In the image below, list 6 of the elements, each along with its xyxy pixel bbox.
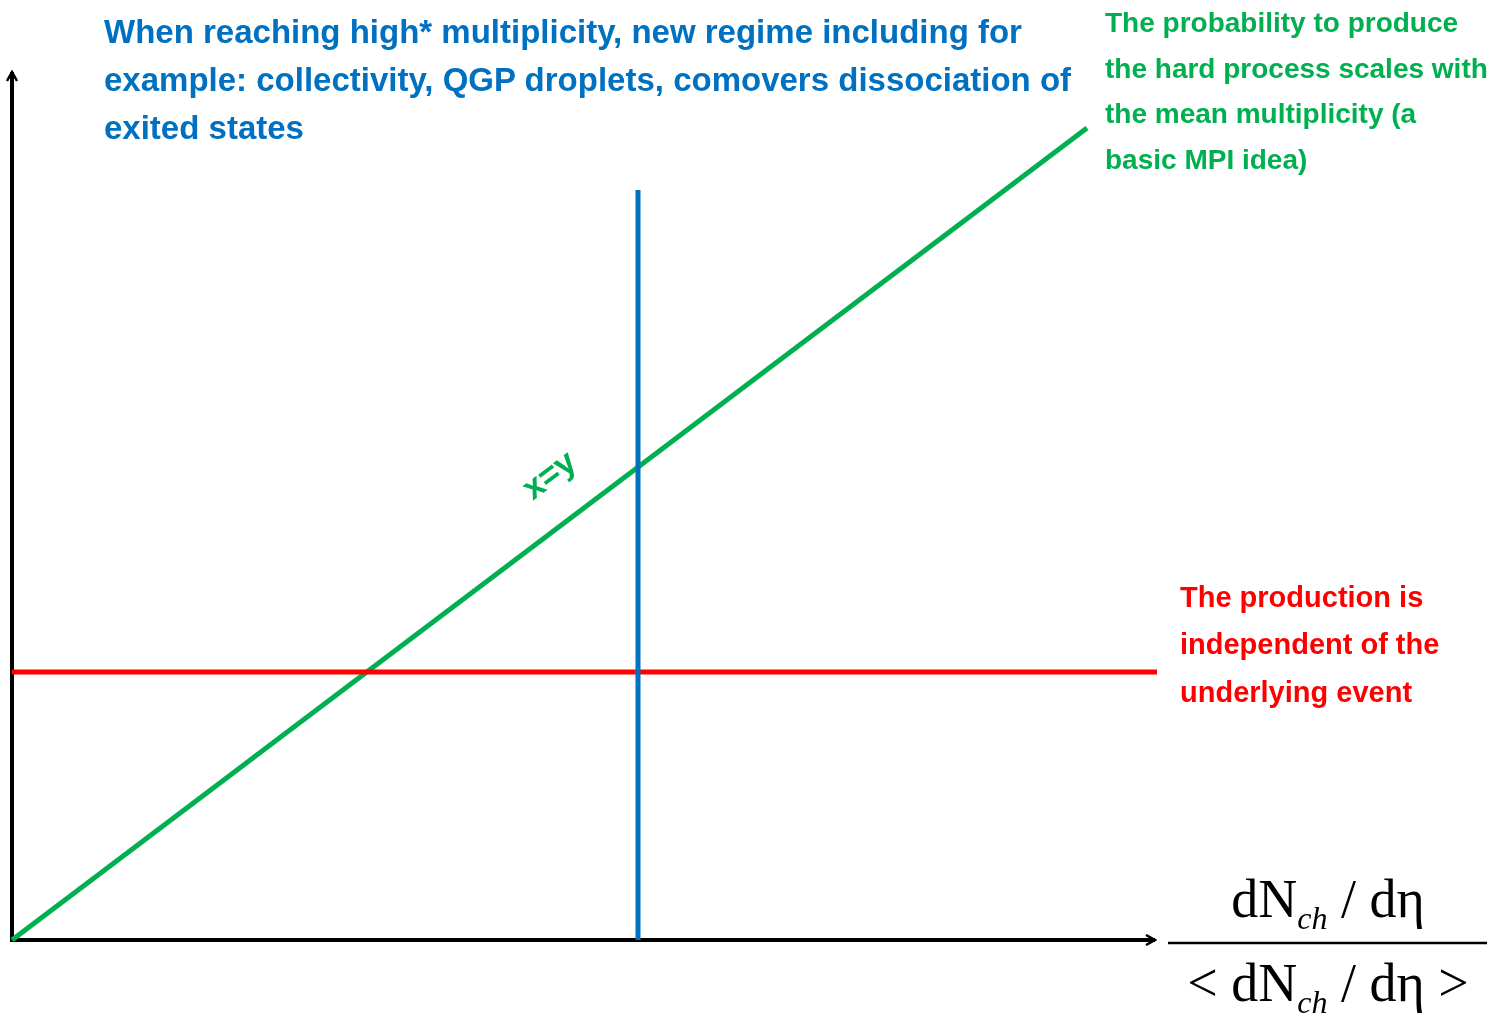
annotation-text: The production is independent of the underlying event bbox=[1180, 580, 1441, 710]
annotation-text: The probability to produce the hard process scales with the mean multiplicity (a basic MPI idea) bbox=[1105, 6, 1489, 177]
annotation-text: When reaching high* multiplicity, new regime including for example: collectivity, QGP droplets, comovers dissociation of exited states bbox=[104, 12, 1073, 148]
axis-label: < dN$_{ch}$ / dη > bbox=[1186, 952, 1470, 1021]
line-label: x=y bbox=[513, 440, 584, 509]
axis-label: dN$_{ch}$ / dη bbox=[1230, 868, 1426, 937]
